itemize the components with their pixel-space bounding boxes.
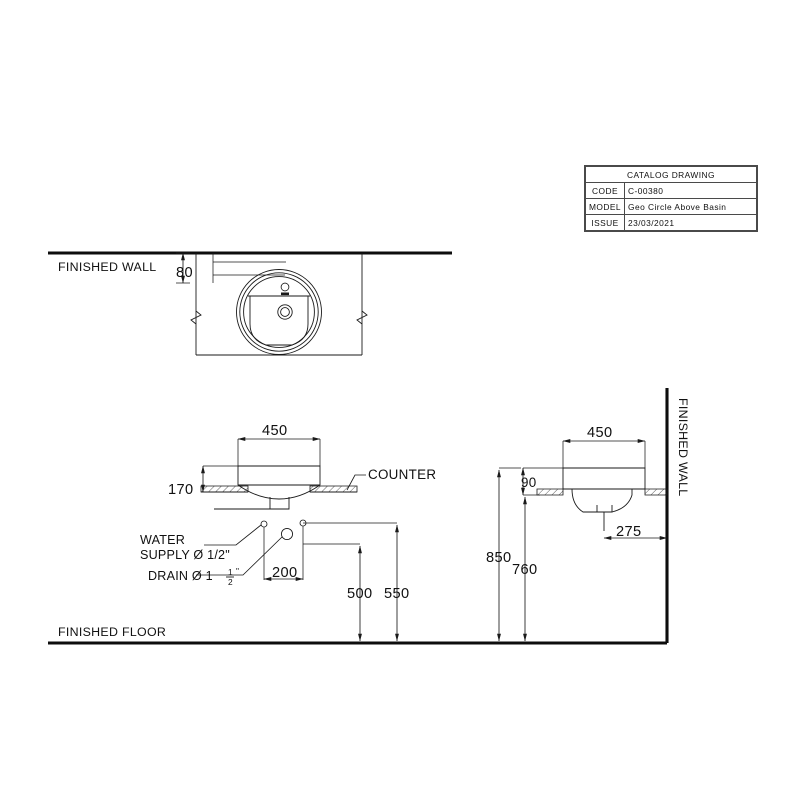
dim-side-rim-drop-text: 90 bbox=[521, 475, 537, 490]
title-block-row-issue: ISSUE 23/03/2021 bbox=[584, 214, 757, 231]
title-block-header: CATALOG DRAWING bbox=[585, 166, 757, 183]
plan-bowl-recess bbox=[250, 296, 308, 345]
title-block-header-row: CATALOG DRAWING bbox=[585, 166, 757, 183]
water-supply-leader bbox=[204, 524, 262, 546]
plan-basin-outer-circle bbox=[237, 270, 322, 355]
drain-fraction-numerator: 1 bbox=[228, 567, 233, 577]
front-elevation-view: 450 COUNTER 170 bbox=[168, 423, 436, 509]
dim-supply-height bbox=[303, 543, 362, 642]
dim-basin-top-height-text: 850 bbox=[486, 550, 512, 566]
dim-side-projection-text: 275 bbox=[616, 524, 642, 540]
plan-basin-rim-circle bbox=[240, 273, 318, 351]
title-block-key-model: MODEL bbox=[584, 198, 626, 215]
water-supply-point-left bbox=[260, 520, 268, 528]
drain-fraction-denominator: 2 bbox=[228, 577, 233, 587]
plan-drain-outer bbox=[278, 305, 292, 319]
dim-plan-wall-offset-text: 80 bbox=[176, 265, 193, 281]
drain-point bbox=[280, 527, 294, 541]
finished-floor-group: FINISHED FLOOR bbox=[48, 625, 667, 645]
break-symbol-left bbox=[191, 311, 201, 324]
counter-label: COUNTER bbox=[368, 467, 436, 482]
side-counter-right bbox=[644, 488, 668, 496]
dim-drain-height-text: 550 bbox=[384, 586, 410, 602]
dim-front-width bbox=[237, 437, 321, 466]
front-counter-right bbox=[309, 485, 358, 493]
title-block: CATALOG DRAWING CODE C-00380 MODEL Geo C… bbox=[584, 165, 758, 232]
plan-drain-inner bbox=[281, 308, 290, 317]
rough-in-layout: 200 500 550 WATER SUPPLY Ø 1/2" DRAIN Ø … bbox=[140, 519, 410, 642]
dim-front-width-text: 450 bbox=[262, 423, 288, 439]
plan-basin-inner-circle bbox=[244, 277, 315, 348]
water-supply-label-line2: SUPPLY Ø 1/2" bbox=[140, 548, 230, 562]
drain-label: DRAIN Ø 1 1 2 " bbox=[148, 566, 239, 587]
drain-leader bbox=[196, 536, 283, 576]
dim-basin-top-height bbox=[497, 467, 521, 642]
side-finished-wall-label: FINISHED WALL bbox=[676, 398, 690, 496]
title-block-value-model: Geo Circle Above Basin bbox=[624, 198, 757, 215]
dim-supply-spacing-text: 200 bbox=[272, 565, 298, 581]
side-counter-left bbox=[536, 488, 564, 496]
drain-label-prefix: DRAIN Ø 1 bbox=[148, 569, 213, 583]
finished-floor-label: FINISHED FLOOR bbox=[58, 625, 166, 639]
dim-front-height-text: 170 bbox=[168, 482, 194, 498]
side-elevation-view: 450 90 275 bbox=[486, 388, 690, 643]
title-block-key-code: CODE bbox=[584, 182, 626, 199]
break-symbol-right bbox=[357, 311, 367, 324]
dim-counter-height-text: 760 bbox=[512, 562, 538, 578]
counter-leader bbox=[346, 474, 366, 491]
side-basin-rim bbox=[563, 468, 645, 489]
title-block-row-model: MODEL Geo Circle Above Basin bbox=[584, 198, 757, 215]
water-supply-label-line1: WATER bbox=[140, 533, 185, 547]
title-block-table: CATALOG DRAWING CODE C-00380 MODEL Geo C… bbox=[584, 166, 757, 231]
drain-inch-mark: " bbox=[236, 566, 239, 576]
side-basin-bowl bbox=[572, 489, 632, 512]
dim-supply-height-text: 500 bbox=[347, 586, 373, 602]
plan-overflow-slot bbox=[281, 292, 289, 296]
dim-side-width-text: 450 bbox=[587, 425, 613, 441]
front-basin-body bbox=[238, 466, 320, 499]
title-block-key-issue: ISSUE bbox=[584, 214, 626, 231]
front-counter-left bbox=[200, 485, 249, 493]
dim-plan-wall-offset bbox=[176, 252, 190, 284]
dim-drain-height bbox=[303, 522, 399, 642]
svg-text:DRAIN Ø 1: DRAIN Ø 1 bbox=[148, 569, 213, 583]
plan-view: 80 FINISHED WALL bbox=[48, 251, 452, 355]
front-drain-stub bbox=[270, 497, 289, 509]
dim-side-width bbox=[562, 439, 646, 468]
dim-side-rim-drop bbox=[521, 467, 565, 496]
title-block-value-issue: 23/03/2021 bbox=[624, 214, 757, 231]
plan-finished-wall-label: FINISHED WALL bbox=[58, 260, 156, 274]
title-block-value-code: C-00380 bbox=[624, 182, 757, 199]
dim-front-height bbox=[201, 465, 240, 493]
plan-tap-hole bbox=[280, 282, 290, 292]
title-block-row-code: CODE C-00380 bbox=[584, 182, 757, 199]
